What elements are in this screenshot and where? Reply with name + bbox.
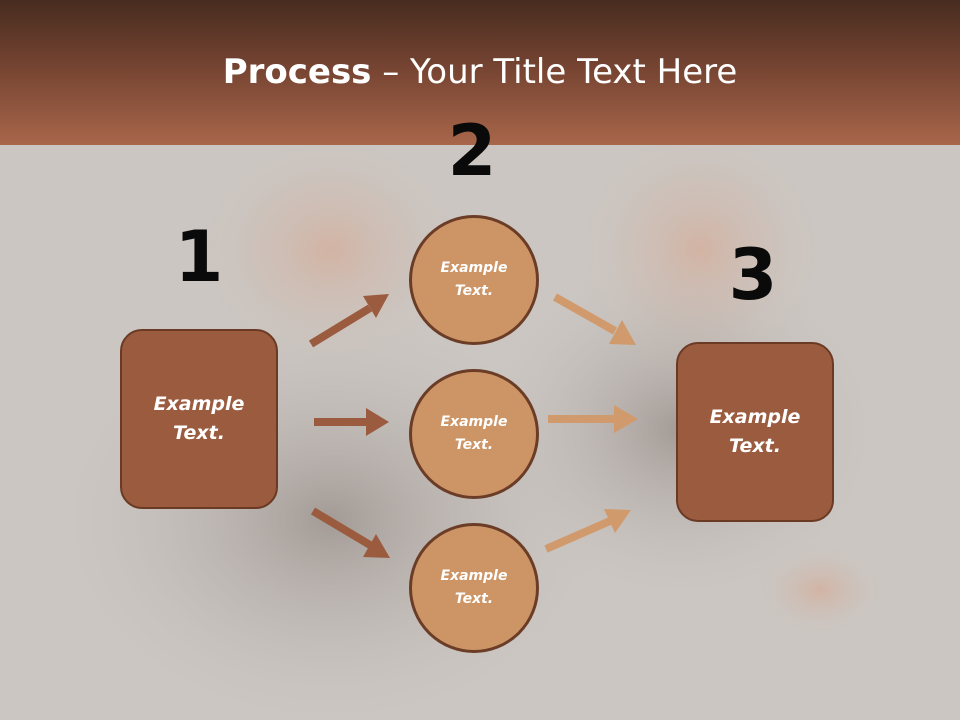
arrow-left-mid	[314, 408, 389, 436]
title-rest: – Your Title Text Here	[371, 52, 738, 92]
step-2-circle-bottom[interactable]: Example Text.	[409, 523, 539, 653]
step-1-text: Example Text.	[153, 393, 245, 444]
arrow-left-down	[310, 507, 390, 558]
step-2-circle-top[interactable]: Example Text.	[409, 215, 539, 345]
arrow-right-down	[544, 509, 631, 553]
circle-top-text: Example Text.	[440, 260, 508, 299]
circle-bottom-text: Example Text.	[440, 568, 508, 607]
arrow-right-up	[553, 293, 636, 345]
circle-middle-text: Example Text.	[440, 414, 508, 453]
arrow-right-mid	[548, 405, 638, 433]
arrow-left-up	[308, 294, 389, 348]
slide-title[interactable]: Process – Your Title Text Here	[0, 52, 960, 92]
title-bar	[0, 0, 960, 145]
title-bold: Process	[222, 52, 372, 92]
step-number-3: 3	[728, 234, 778, 316]
step-1-box[interactable]: Example Text.	[120, 329, 278, 509]
step-number-1: 1	[174, 216, 224, 298]
step-3-box[interactable]: Example Text.	[676, 342, 834, 522]
step-2-circle-middle[interactable]: Example Text.	[409, 369, 539, 499]
step-3-text: Example Text.	[709, 406, 801, 457]
step-number-2: 2	[447, 110, 497, 192]
